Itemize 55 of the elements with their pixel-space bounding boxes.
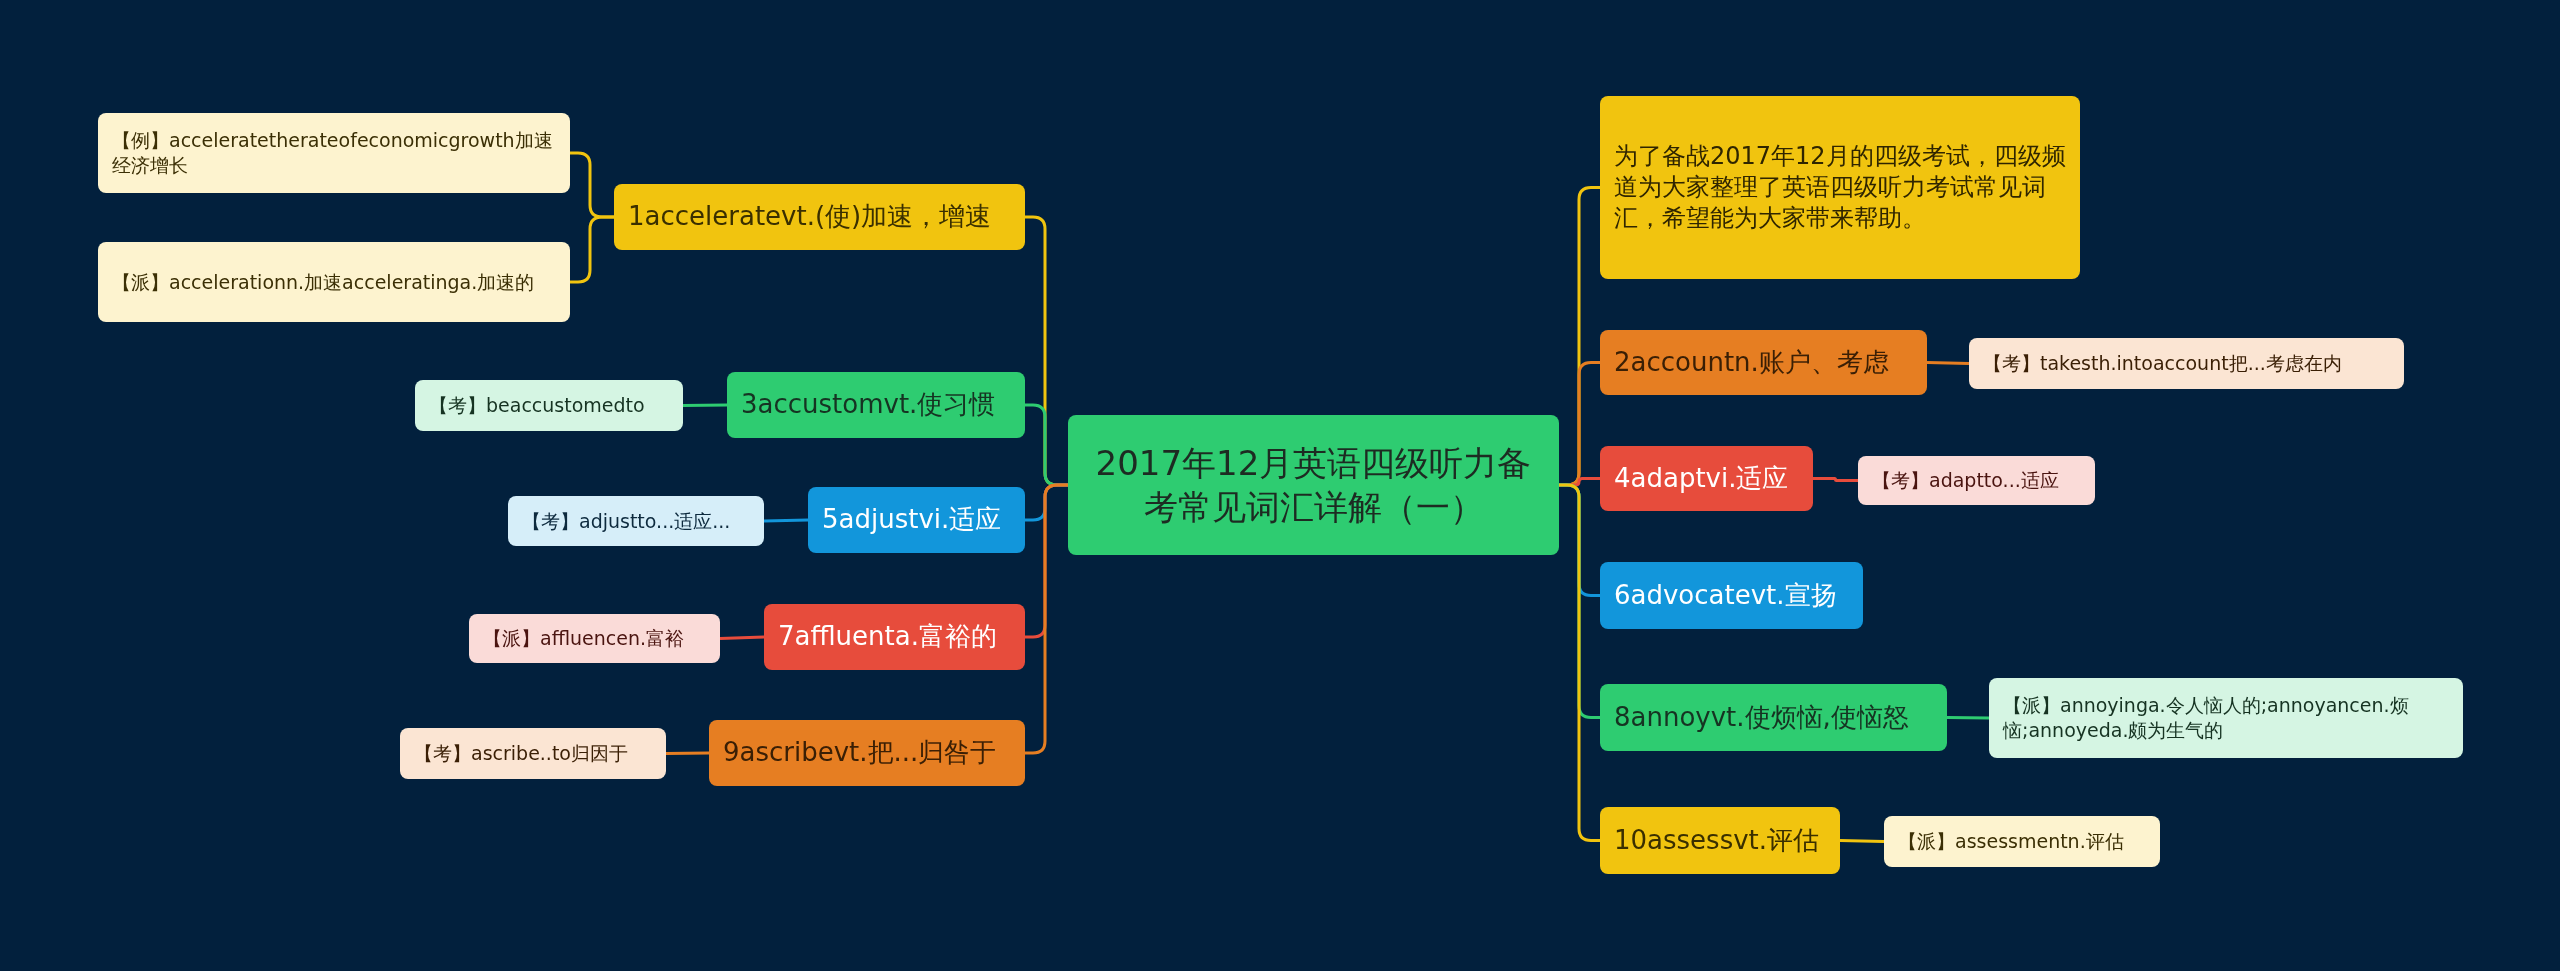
note-text: 【考】beaccustomedto (429, 393, 645, 418)
branch-box (1600, 330, 1927, 395)
branch-label: 10assessvt.评估 (1614, 823, 1820, 857)
connector-line (1813, 477, 1858, 482)
note-text: 【考】adaptto...适应 (1872, 468, 2059, 493)
note-box (508, 496, 764, 546)
note-text: 【派】accelerationn.加速acceleratinga.加速的 (112, 269, 535, 295)
connector-line (1559, 483, 1600, 842)
branch-label: 6advocatevt.宣扬 (1614, 578, 1837, 612)
branch-box (1600, 807, 1840, 874)
branch-label: 5adjustvi.适应 (822, 503, 1002, 537)
branch-box (764, 604, 1025, 670)
connector-line (763, 518, 809, 523)
note-text: 【例】acceleratetherateofeconomicgrowth加速经济增长 (112, 128, 554, 178)
note-box (1969, 338, 2404, 389)
note-box (98, 113, 570, 193)
connector-line (1947, 716, 1989, 720)
branch-label: 1acceleratevt.(使)加速，增速 (628, 200, 992, 234)
branch-label: 8annoyvt.使烦恼,使恼怒 (1614, 700, 1909, 734)
branch-box (1600, 446, 1813, 511)
connector-line (570, 215, 614, 284)
note-box (98, 242, 570, 322)
connector-line (1025, 483, 1068, 755)
connector-line (683, 403, 727, 407)
note-box (400, 728, 666, 779)
branch-box (1600, 562, 1863, 629)
branch-label: 2accountn.账户、考虑 (1614, 345, 1889, 379)
branch-label: 7affluenta.富裕的 (778, 620, 997, 654)
central-topic-box (1068, 415, 1559, 555)
connector-line (1839, 839, 1885, 843)
note-text: 【考】ascribe..to归因于 (414, 741, 628, 766)
note-text: 【派】assessmentn.评估 (1898, 829, 2124, 854)
intro-text: 为了备战2017年12月的四级考试，四级频道为大家整理了英语四级听力考试常见词汇，希望能为大家带来帮助。 (1614, 140, 2066, 235)
branch-label: 4adaptvi.适应 (1614, 461, 1789, 495)
note-text: 【考】takesth.intoaccount把...考虑在内 (1983, 351, 2342, 376)
note-text: 【派】annoyinga.令人恼人的;annoyancen.烦恼;annoyeda.颇为生气的 (2003, 693, 2410, 743)
branch-box (808, 487, 1025, 553)
note-box (469, 614, 720, 663)
note-text: 【考】adjustto...适应... (522, 508, 731, 534)
branch-box (709, 720, 1025, 786)
connector-line (1926, 361, 1970, 365)
connector-line (719, 635, 765, 640)
branch-label: 3accustomvt.使习惯 (741, 388, 996, 422)
note-text: 【派】affluencen.富裕 (483, 626, 684, 651)
branch-box (614, 184, 1025, 250)
note-box (1884, 816, 2160, 867)
branch-label: 9ascribevt.把...归咎于 (723, 736, 997, 770)
central-topic: 2017年12月英语四级听力备考常见词汇详解（一） (1094, 441, 1533, 529)
note-box (1858, 456, 2095, 505)
note-box (1989, 678, 2463, 758)
connector-line (666, 751, 709, 755)
note-box (415, 380, 683, 431)
branch-box (727, 372, 1025, 438)
branch-box (1600, 684, 1947, 751)
intro-text-box (1600, 96, 2080, 279)
